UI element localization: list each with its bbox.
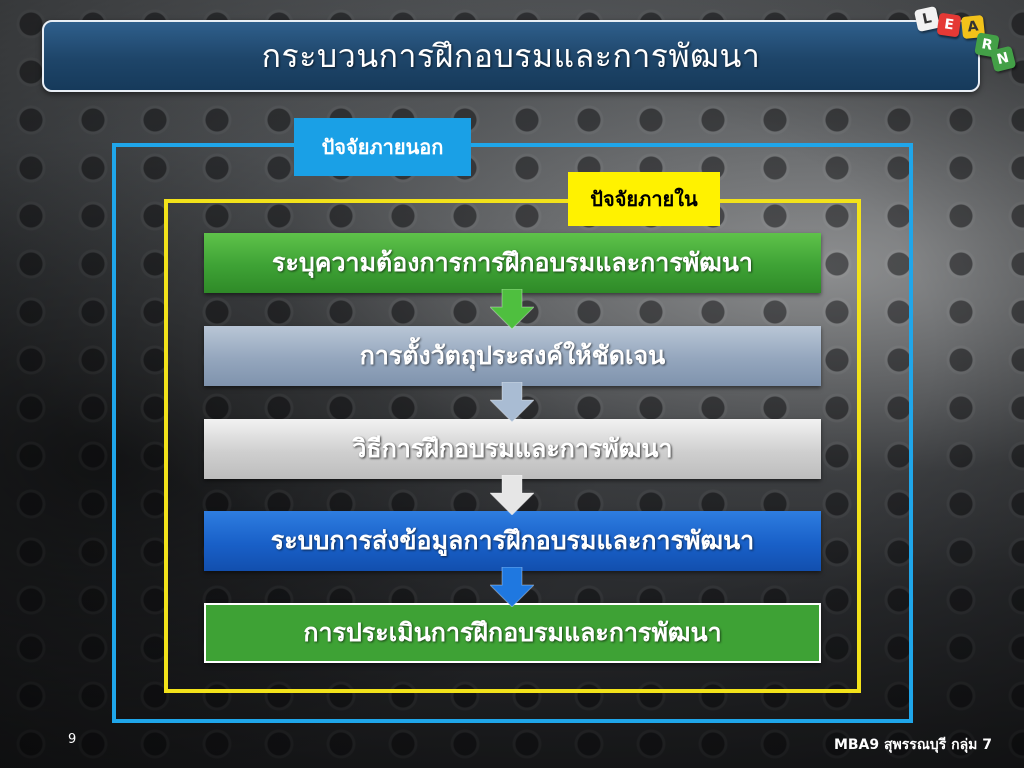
learn-puzzle-logo: L E A R N [912, 4, 1022, 73]
down-arrow-icon [490, 475, 534, 515]
internal-factors-frame [164, 199, 861, 693]
down-arrow-icon [490, 382, 534, 422]
down-arrow-icon [490, 289, 534, 329]
logo-piece-e: E [936, 12, 962, 38]
step-identify-training-needs: ระบุความต้องการการฝึกอบรมและการพัฒนา [204, 233, 821, 293]
external-factors-label: ปัจจัยภายนอก [294, 118, 471, 176]
slide-title: กระบวนการฝึกอบรมและการพัฒนา [261, 36, 761, 75]
footer-text: MBA9 สุพรรณบุรี กลุ่ม 7 [833, 737, 992, 753]
logo-piece-l: L [913, 5, 941, 33]
logo-piece-n: N [989, 45, 1017, 73]
title-bar: กระบวนการฝึกอบรมและการพัฒนา [42, 20, 980, 92]
down-arrow-icon [490, 567, 534, 607]
step-training-delivery-system: ระบบการส่งข้อมูลการฝึกอบรมและการพัฒนา [204, 511, 821, 571]
slide-number: 9 [68, 732, 77, 747]
external-factors-frame [112, 143, 913, 723]
step-training-methods: วิธีการฝึกอบรมและการพัฒนา [204, 419, 821, 479]
step-set-objectives: การตั้งวัตถุประสงค์ให้ชัดเจน [204, 326, 821, 386]
step-training-evaluation: การประเมินการฝึกอบรมและการพัฒนา [204, 603, 821, 663]
internal-factors-label: ปัจจัยภายใน [568, 172, 720, 226]
